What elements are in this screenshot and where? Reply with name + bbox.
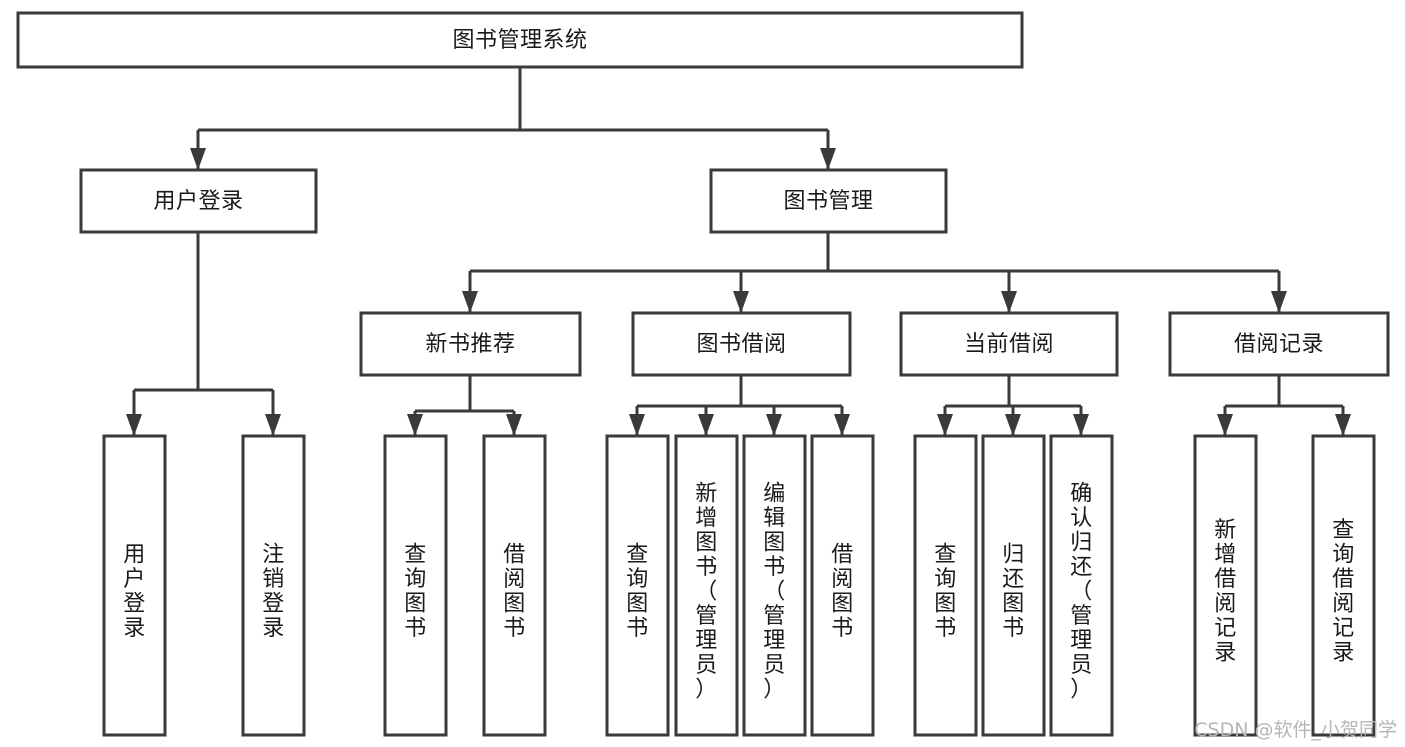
node-box[interactable] [102, 434, 167, 737]
connector-record-branch [1217, 375, 1351, 436]
arrow-head-icon [265, 414, 281, 436]
edges-layer [126, 67, 1351, 436]
node-box[interactable] [674, 434, 739, 737]
arrow-head-icon [698, 414, 714, 436]
node-label: 查询图书 [934, 543, 957, 642]
node-leaf_r_query[interactable]: 查询借阅记录 [1311, 434, 1376, 737]
node-label: 借阅图书 [831, 543, 854, 642]
node-label: 借阅记录 [1234, 332, 1324, 357]
node-box[interactable] [605, 434, 670, 737]
node-box[interactable] [1168, 311, 1390, 377]
node-label: 图书管理系统 [452, 28, 587, 53]
node-leaf_b_borrow[interactable]: 借阅图书 [810, 434, 875, 737]
node-label: 图书管理 [783, 189, 873, 214]
connector-book-branch [462, 232, 1287, 313]
node-box[interactable] [16, 11, 1024, 69]
node-box[interactable] [742, 434, 807, 737]
node-label: 借阅图书 [503, 543, 526, 642]
node-leaf_c_query[interactable]: 查询图书 [913, 434, 978, 737]
arrow-head-icon [1073, 414, 1089, 436]
node-leaf_r_add[interactable]: 新增借阅记录 [1193, 434, 1258, 737]
node-box[interactable] [482, 434, 547, 737]
arrow-head-icon [766, 414, 782, 436]
node-box[interactable] [981, 434, 1046, 737]
node-root[interactable]: 图书管理系统 [16, 11, 1024, 69]
node-label: 用户登录 [153, 189, 243, 214]
node-box[interactable] [913, 434, 978, 737]
arrow-head-icon [1217, 414, 1233, 436]
node-label: 查询借阅记录 [1332, 518, 1355, 666]
node-leaf_b_edit[interactable]: 编辑图书（管理员） [742, 434, 807, 737]
node-l2_book[interactable]: 图书管理 [709, 168, 948, 234]
node-l3_borrow[interactable]: 图书借阅 [631, 311, 852, 377]
node-leaf_user_login[interactable]: 用户登录 [102, 434, 167, 737]
node-box[interactable] [241, 434, 306, 737]
node-label: 用户登录 [123, 543, 146, 642]
node-label: 确认归还（管理员） [1070, 481, 1093, 702]
node-label: 查询图书 [626, 543, 649, 642]
node-box[interactable] [1311, 434, 1376, 737]
node-leaf_new_borrow[interactable]: 借阅图书 [482, 434, 547, 737]
node-label: 新书推荐 [425, 332, 515, 357]
node-l2_login[interactable]: 用户登录 [79, 168, 318, 234]
node-l3_record[interactable]: 借阅记录 [1168, 311, 1390, 377]
node-box[interactable] [899, 311, 1119, 377]
node-box[interactable] [709, 168, 948, 234]
connector-new-branch [407, 375, 522, 436]
arrow-head-icon [834, 414, 850, 436]
node-leaf_new_query[interactable]: 查询图书 [383, 434, 448, 737]
arrow-head-icon [190, 148, 206, 170]
node-box[interactable] [1193, 434, 1258, 737]
arrow-head-icon [937, 414, 953, 436]
node-label: 新增图书（管理员） [695, 481, 718, 702]
node-leaf_c_return[interactable]: 归还图书 [981, 434, 1046, 737]
nodes-layer: 图书管理系统用户登录图书管理新书推荐图书借阅当前借阅借阅记录用户登录注销登录查询… [16, 11, 1390, 737]
node-label: 新增借阅记录 [1214, 518, 1237, 666]
arrow-head-icon [1335, 414, 1351, 436]
connector-root-branch [190, 67, 836, 170]
node-l3_current[interactable]: 当前借阅 [899, 311, 1119, 377]
arrow-head-icon [733, 291, 749, 313]
node-label: 当前借阅 [964, 332, 1054, 357]
arrow-head-icon [407, 414, 423, 436]
arrow-head-icon [126, 414, 142, 436]
node-box[interactable] [79, 168, 318, 234]
arrow-head-icon [820, 148, 836, 170]
node-box[interactable] [810, 434, 875, 737]
arrow-head-icon [1001, 291, 1017, 313]
node-box[interactable] [631, 311, 852, 377]
node-label: 查询图书 [404, 543, 427, 642]
node-leaf_b_add[interactable]: 新增图书（管理员） [674, 434, 739, 737]
node-leaf_b_query[interactable]: 查询图书 [605, 434, 670, 737]
connector-login-branch [126, 232, 281, 436]
node-label: 图书借阅 [696, 332, 786, 357]
arrow-head-icon [1271, 291, 1287, 313]
arrow-head-icon [462, 291, 478, 313]
arrow-head-icon [629, 414, 645, 436]
arrow-head-icon [1005, 414, 1021, 436]
connector-current-branch [937, 375, 1089, 436]
node-leaf_c_confirm[interactable]: 确认归还（管理员） [1049, 434, 1114, 737]
node-box[interactable] [359, 311, 582, 377]
node-box[interactable] [1049, 434, 1114, 737]
arrow-head-icon [506, 414, 522, 436]
node-label: 归还图书 [1002, 543, 1025, 642]
node-l3_new[interactable]: 新书推荐 [359, 311, 582, 377]
node-label: 编辑图书（管理员） [763, 481, 786, 702]
node-label: 注销登录 [262, 543, 285, 642]
connector-borrow-branch [629, 375, 850, 436]
node-box[interactable] [383, 434, 448, 737]
node-leaf_user_logout[interactable]: 注销登录 [241, 434, 306, 737]
